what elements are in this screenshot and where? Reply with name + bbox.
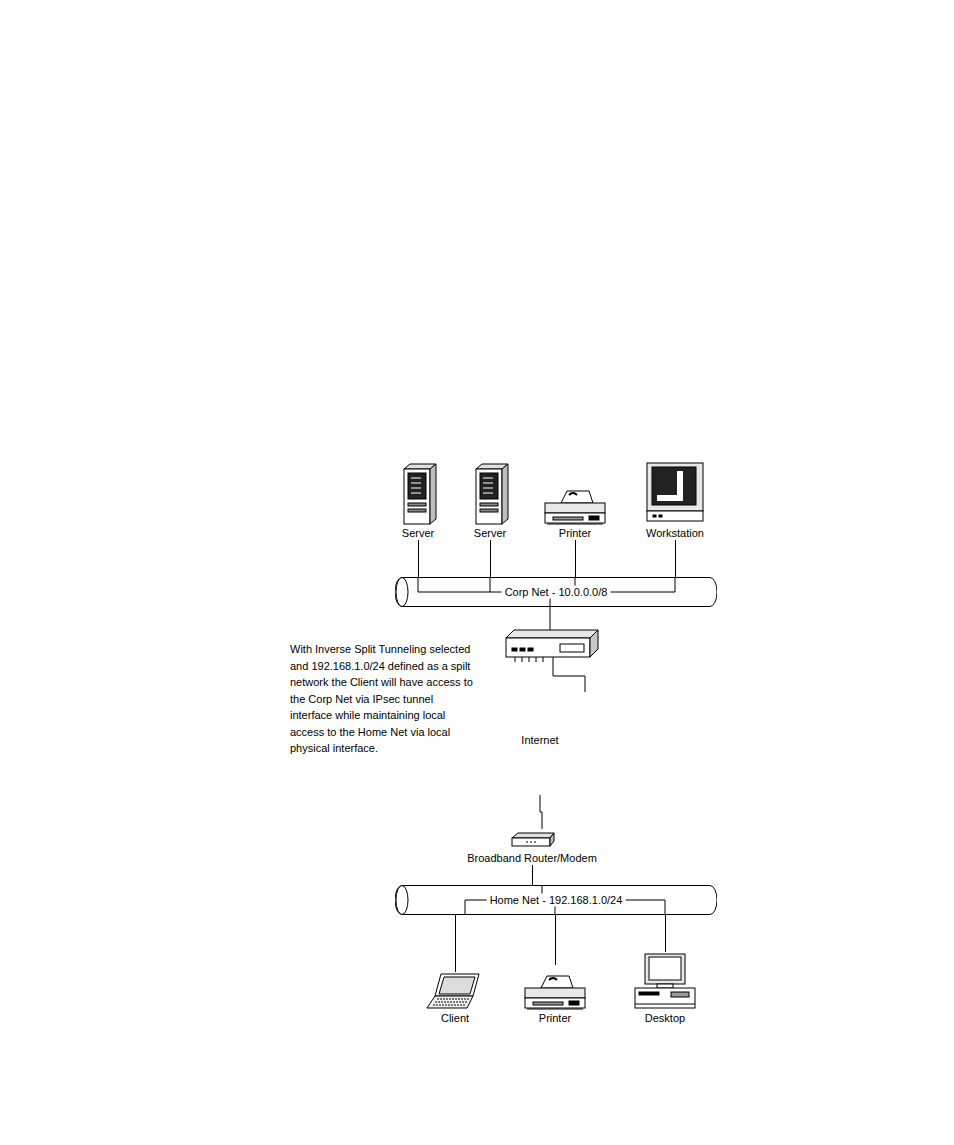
network-link	[418, 540, 419, 577]
network-link	[575, 540, 576, 577]
pipe-body	[395, 886, 717, 915]
device-label: Desktop	[630, 1012, 700, 1025]
network-link	[455, 915, 456, 972]
network-segment: Corp Net - 10.0.0.0/8	[395, 577, 717, 607]
server-icon	[393, 463, 443, 525]
network-device: Broadband Router/Modem	[463, 830, 601, 865]
device-label: Workstation	[635, 527, 715, 540]
pipe-wiring	[465, 885, 665, 915]
pipe-body	[395, 578, 717, 607]
pipe-end	[396, 886, 408, 915]
network-device: Server	[465, 463, 515, 540]
router-icon	[506, 607, 598, 692]
device-label: Server	[465, 527, 515, 540]
network-device: Desktop	[630, 952, 700, 1025]
printer-icon	[520, 965, 590, 1010]
device-label: Broadband Router/Modem	[463, 852, 601, 865]
server-icon	[465, 463, 515, 525]
network-link	[555, 915, 556, 965]
network-label: Corp Net - 10.0.0.0/8	[502, 586, 611, 599]
pipe-end	[396, 578, 408, 607]
internet-link	[540, 795, 542, 829]
network-link	[665, 915, 666, 952]
note-text: With Inverse Split Tunneling selected an…	[290, 641, 478, 757]
network-device: Server	[393, 463, 443, 540]
device-label: Server	[393, 527, 443, 540]
workstation-icon	[635, 461, 715, 525]
network-link	[675, 540, 676, 577]
network-device: Printer	[540, 468, 610, 540]
device-label: Client	[424, 1012, 486, 1025]
modem-icon	[463, 830, 601, 850]
network-link	[490, 540, 491, 577]
device-label: Printer	[540, 527, 610, 540]
network-device: Workstation	[635, 461, 715, 540]
laptop-icon	[424, 972, 486, 1010]
network-device: Client	[424, 972, 486, 1025]
network-segment: Home Net - 192.168.1.0/24	[395, 885, 717, 915]
device-label: Printer	[520, 1012, 590, 1025]
network-link	[532, 865, 533, 885]
network-device: Printer	[520, 965, 590, 1025]
printer-icon	[540, 468, 610, 525]
network-label: Home Net - 192.168.1.0/24	[487, 894, 626, 907]
desktop-icon	[630, 952, 700, 1010]
pipe-wiring	[418, 577, 675, 607]
cloud-label: Internet	[510, 733, 570, 747]
